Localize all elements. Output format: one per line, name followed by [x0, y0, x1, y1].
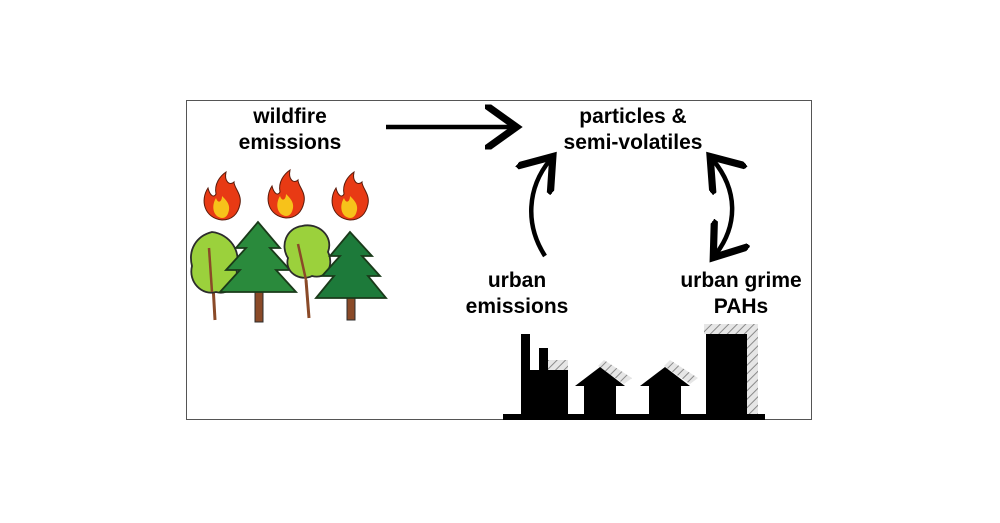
urban-emissions-label: urban emissions	[465, 269, 569, 318]
wildfire-emissions-label: wildfire emissions	[238, 105, 342, 154]
factory-icon	[521, 334, 568, 420]
house-icon	[575, 360, 632, 416]
conifer-tree-icon	[314, 230, 388, 321]
house-icon	[640, 360, 698, 416]
particles-semivolatiles-label: particles & semi-volatiles	[563, 105, 703, 154]
ground-line	[503, 414, 765, 420]
deciduous-tree-icon	[283, 224, 332, 319]
tower-icon	[704, 324, 758, 416]
flame-icon	[203, 170, 241, 221]
flame-icon	[331, 170, 369, 221]
conifer-tree-icon	[217, 220, 299, 323]
deciduous-tree-icon	[190, 231, 239, 321]
grime-exchange-arrow-icon	[713, 160, 732, 254]
urban-grime-pahs-label: urban grime PAHs	[680, 269, 802, 318]
urban-emissions-arrow-icon	[531, 160, 550, 258]
flame-icon	[267, 168, 305, 219]
